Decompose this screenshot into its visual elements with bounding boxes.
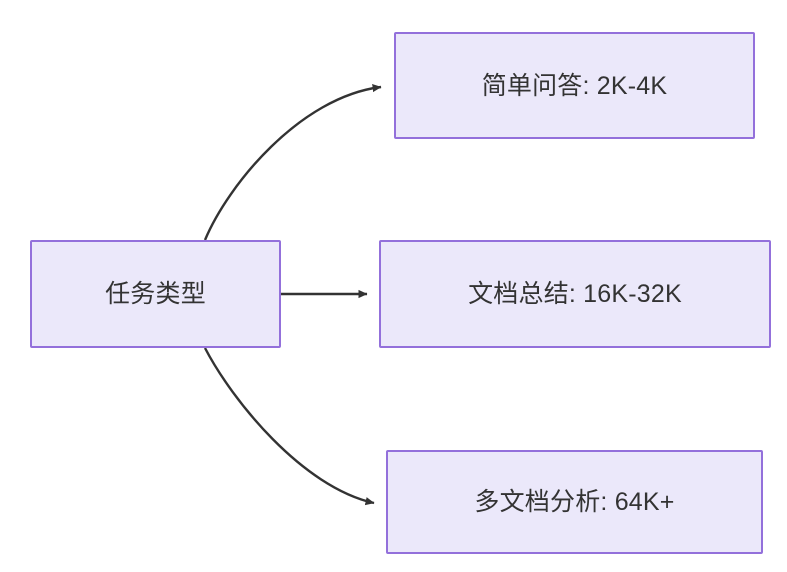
edge-to-simple-qa — [203, 83, 382, 241]
node-doc-summary[interactable]: 文档总结: 16K-32K — [379, 240, 771, 348]
node-doc-summary-label: 文档总结: 16K-32K — [468, 280, 682, 308]
node-multi-doc-label: 多文档分析: 64K+ — [474, 488, 675, 516]
node-task-type-label: 任务类型 — [105, 280, 206, 308]
node-simple-qa[interactable]: 简单问答: 2K-4K — [394, 32, 755, 139]
node-multi-doc[interactable]: 多文档分析: 64K+ — [386, 450, 763, 554]
node-simple-qa-label: 简单问答: 2K-4K — [481, 71, 668, 100]
node-task-type[interactable]: 任务类型 — [30, 240, 281, 348]
edge-to-multi-doc — [203, 347, 375, 506]
